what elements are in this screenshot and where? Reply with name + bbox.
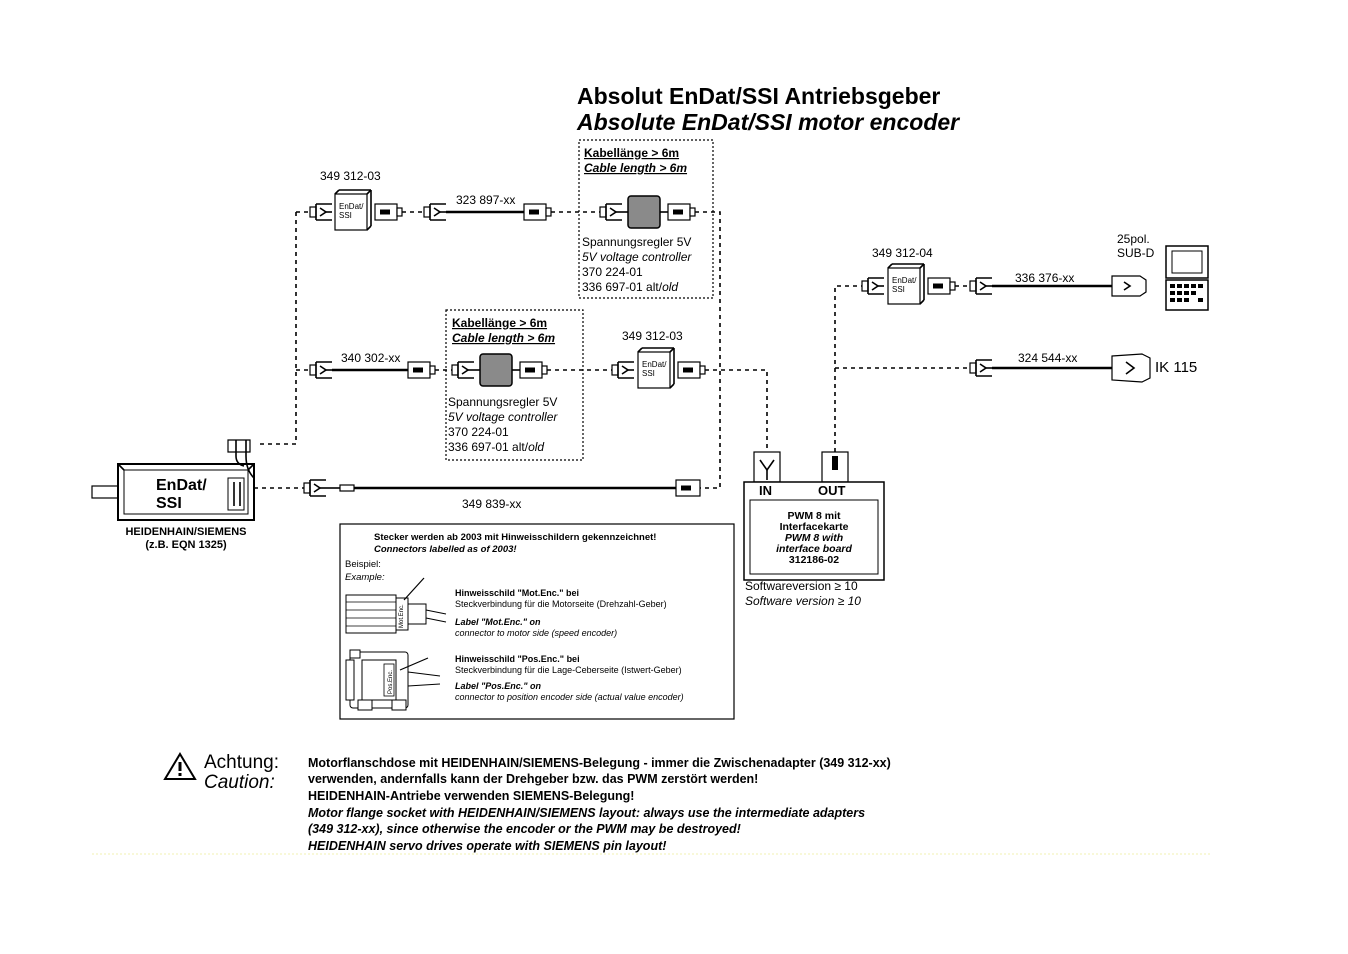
cable-top-part-number: 323 897-xx [456,193,515,207]
legend-example: Example: [345,572,385,583]
cable-note-top-de: Kabellänge > 6m [584,146,679,160]
motor-label-1: EnDat/ [156,477,207,494]
caution-line-2: verwenden, andernfalls kann der Drehgebe… [308,772,758,786]
connector-top-4 [523,203,552,221]
motor-example: (z.B. EQN 1325) [145,539,227,551]
pwm-out-label: OUT [818,483,846,498]
adapter-top-text-a: EnDat/ [339,202,364,211]
connector-top-1 [309,203,333,221]
connector-mid-2 [407,361,436,379]
caution-line-1: Motorflanschdose mit HEIDENHAIN/SIEMENS-… [308,756,891,770]
caution-line-4: Motor flange socket with HEIDENHAIN/SIEM… [308,806,865,820]
connector-ik-1 [969,359,993,377]
connector-mid-4 [677,361,706,379]
legend-beispiel: Beispiel: [345,559,381,570]
cable-ik-part-number: 324 544-xx [1018,351,1077,365]
cable-subd-part-number: 336 376-xx [1015,271,1074,285]
regulator-mid-en: 5V voltage controller [448,410,558,424]
motor-label-2: SSI [156,495,182,512]
regulator-mid-de: Spannungsregler 5V [448,395,557,409]
adapter-top-text-b: SSI [339,211,352,220]
connector-top-2 [374,203,403,221]
title-english: Absolute EnDat/SSI motor encoder [576,109,960,135]
voltage-regulator-mid [452,354,547,386]
voltage-regulator-top [600,196,695,228]
regulator-mid-id2: 336 697-01 alt/old [448,440,544,454]
pwm-line-5: 312186-02 [789,554,839,566]
cable-mid-part-number: 340 302-xx [341,351,400,365]
cable-length-box-top [578,139,714,299]
connector-mid-3 [611,361,635,379]
pwm-line-4: interface board [776,543,852,555]
legend-pos-en-2: connector to position encoder side (actu… [455,692,684,702]
legend-pos-de-2: Steckverbindung für die Lage-Ceberseite … [455,665,682,675]
software-version-de: Softwareversion ≥ 10 [745,579,858,593]
connector-top-3 [423,203,447,221]
legend-mot-de-2: Steckverbindung für die Motorseite (Dreh… [455,599,667,609]
adapter-mid-part-number: 349 312-03 [622,329,683,343]
connector-right-1 [861,277,885,295]
adapter-right-text-a: EnDat/ [892,276,917,285]
adapter-right-text-b: SSI [892,285,905,294]
regulator-mid-id1: 370 224-01 [448,425,509,439]
top-branch-return [695,211,721,489]
legend-mot-en-2: connector to motor side (speed encoder) [455,628,617,638]
caution-label-de: Achtung: [204,752,279,773]
cable-note-mid-en: Cable length > 6m [452,331,555,345]
regulator-top-id1: 370 224-01 [582,265,643,279]
adapter-top-part-number: 349 312-03 [320,169,381,183]
caution-line-6: HEIDENHAIN servo drives operate with SIE… [308,839,666,853]
legend-head-en: Connectors labelled as of 2003! [374,544,517,555]
cable-note-top-en: Cable length > 6m [584,161,687,175]
mid-branch-to-pwm-in [705,369,768,450]
connector-motor-1 [303,479,327,497]
ik115-plug [1111,353,1151,383]
pwm-in-label: IN [759,483,772,498]
caution-line-3: HEIDENHAIN-Antriebe verwenden SIEMENS-Be… [308,789,634,803]
pos-enc-tag: Pos.Enc. [388,670,394,694]
subd-label-2: SUB-D [1117,246,1155,260]
pwm-line-1: PWM 8 mit [787,510,841,522]
subd-label-1: 25pol. [1117,232,1150,246]
legend-pos-de-1: Hinweisschild "Pos.Enc." bei [455,654,580,664]
pos-enc-connector-illustration [345,649,441,711]
pwm-out-riser [834,285,862,452]
mot-enc-connector-illustration [345,577,447,634]
regulator-top-en: 5V voltage controller [582,250,692,264]
adapter-right-part-number: 349 312-04 [872,246,933,260]
branch-left-riser [256,212,297,445]
cable-length-box-mid [445,309,584,461]
adapter-mid-text-b: SSI [642,369,655,378]
legend-head-de: Stecker werden ab 2003 mit Hinweisschild… [374,532,656,543]
connector-mid-1 [309,361,333,379]
cable-motor-part-number: 349 839-xx [462,497,521,511]
motor-maker: HEIDENHAIN/SIEMENS [125,526,246,538]
connector-right-2 [927,277,956,295]
connector-right-3 [969,277,993,295]
title-german: Absolut EnDat/SSI Antriebsgeber [577,83,940,109]
warning-triangle-icon [163,752,197,780]
pwm8-unit [743,451,885,581]
regulator-top-id2: 336 697-01 alt/old [582,280,678,294]
adapter-mid-text-a: EnDat/ [642,360,667,369]
caution-line-5: (349 312-xx), since otherwise the encode… [308,822,741,836]
computer-terminal-icon [1165,245,1209,311]
pwm-line-3: PWM 8 with [785,532,843,544]
mot-enc-tag: Mot.Enc. [399,604,405,628]
legend-mot-en-1: Label "Mot.Enc." on [455,617,541,627]
pwm-line-2: Interfacekarte [780,521,849,533]
legend-pos-en-1: Label "Pos.Enc." on [455,681,542,691]
software-version-en: Software version ≥ 10 [745,594,861,608]
caution-label-en: Caution: [204,772,275,793]
regulator-top-de: Spannungsregler 5V [582,235,691,249]
ik115-label: IK 115 [1155,359,1197,376]
legend-mot-de-1: Hinweisschild "Mot.Enc." bei [455,588,579,598]
motor [91,439,255,521]
cable-note-mid-de: Kabellänge > 6m [452,316,547,330]
